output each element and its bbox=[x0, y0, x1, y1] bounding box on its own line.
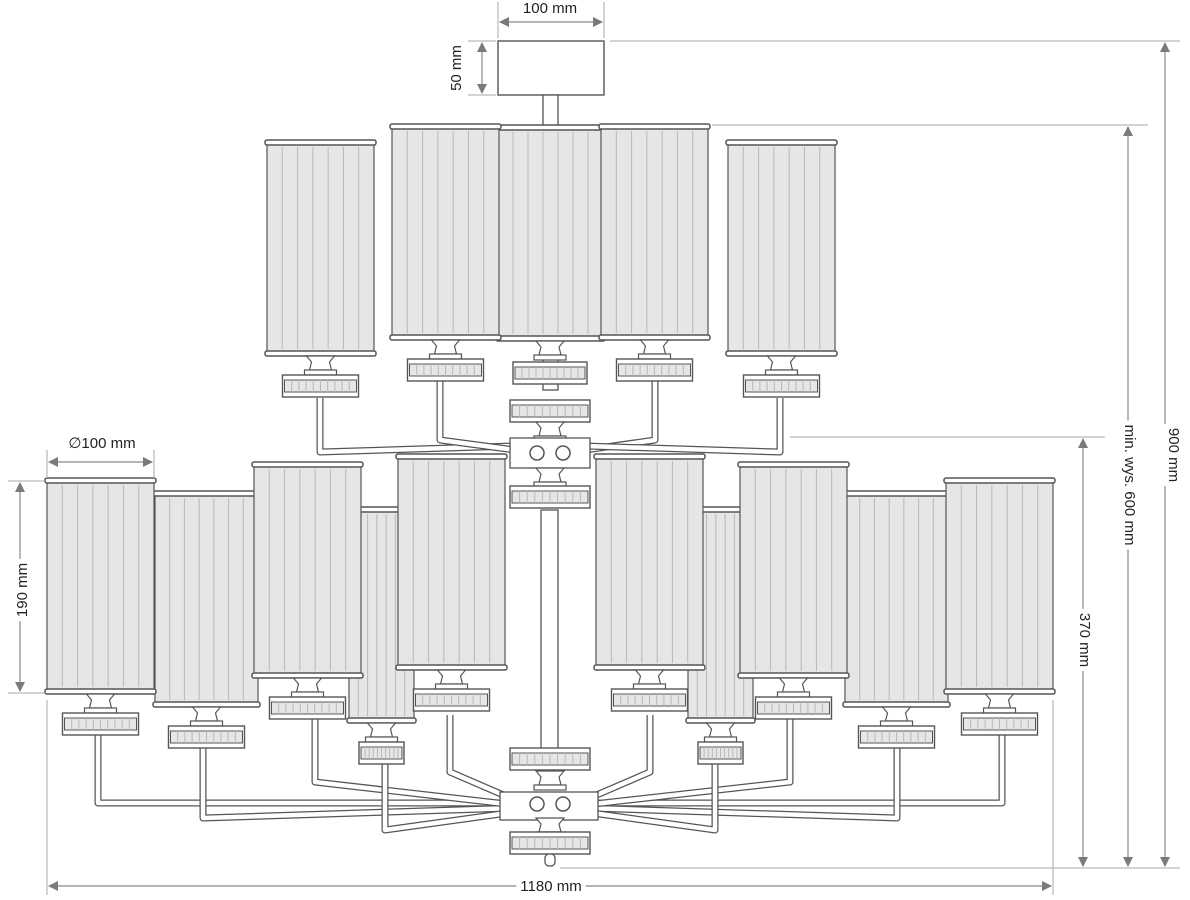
label-background bbox=[13, 558, 32, 622]
lamp-socket bbox=[189, 706, 224, 727]
decorative-ring bbox=[406, 358, 485, 382]
label-background bbox=[518, 0, 582, 18]
decorative-ring bbox=[358, 741, 405, 765]
label-background bbox=[1120, 420, 1139, 550]
lamp-arm-core bbox=[200, 745, 516, 821]
lamp-socket bbox=[364, 722, 399, 743]
decorative-ring bbox=[742, 374, 821, 398]
lamp-socket bbox=[776, 677, 811, 698]
lamp-socket bbox=[982, 693, 1017, 714]
lamp-socket bbox=[764, 355, 799, 376]
lamp-arm-core bbox=[312, 715, 516, 808]
lamp-shade bbox=[725, 139, 838, 357]
decorative-ring bbox=[509, 399, 591, 423]
lamp-arm-core bbox=[317, 398, 516, 455]
label-background bbox=[1075, 608, 1094, 672]
label-background bbox=[64, 434, 140, 453]
central-rod-lower bbox=[540, 509, 559, 751]
lamp-socket bbox=[428, 339, 463, 360]
lamp-socket bbox=[533, 770, 567, 791]
decorative-ring bbox=[412, 688, 491, 712]
lamp-arm-core bbox=[584, 745, 900, 821]
lower-tier-height-label: 370 mm bbox=[1076, 613, 1093, 667]
lamp-shade bbox=[152, 490, 261, 708]
decorative-ring bbox=[509, 485, 591, 509]
lamp-socket bbox=[879, 706, 914, 727]
total-height-label: 900 mm bbox=[1165, 428, 1182, 482]
label-background bbox=[447, 41, 466, 95]
decorative-ring bbox=[167, 725, 246, 749]
chandelier-back-layer bbox=[94, 40, 1006, 834]
bottom-finial bbox=[544, 853, 556, 867]
lamp-shade bbox=[737, 461, 850, 679]
decorative-ring bbox=[610, 688, 689, 712]
decorative-ring bbox=[960, 712, 1039, 736]
upper-hub-joint bbox=[555, 445, 571, 461]
lamp-arm bbox=[584, 398, 784, 456]
total-width-label: 1180 mm bbox=[520, 878, 581, 895]
decorative-ring bbox=[512, 361, 588, 385]
lamp-arm-core bbox=[382, 760, 516, 833]
lower-hub bbox=[499, 791, 599, 821]
upper-hub-joint bbox=[529, 445, 545, 461]
lamp-socket bbox=[434, 669, 469, 690]
lamp-arm-core bbox=[95, 735, 515, 806]
label-background bbox=[516, 877, 586, 896]
lamp-shade bbox=[395, 453, 508, 671]
decorative-ring bbox=[281, 374, 360, 398]
lamp-socket bbox=[290, 677, 325, 698]
ceiling-canopy bbox=[497, 40, 605, 96]
lamp-shade bbox=[251, 461, 364, 679]
upper-hub bbox=[509, 437, 591, 469]
lamp-shade bbox=[44, 477, 157, 695]
chandelier-front-layer bbox=[44, 453, 1056, 867]
lamp-shade bbox=[598, 123, 711, 341]
lamp-arm-core bbox=[585, 735, 1005, 806]
lamp-socket bbox=[632, 669, 667, 690]
canopy-width-label: 100 mm bbox=[523, 0, 577, 17]
lamp-arm-core bbox=[584, 760, 718, 833]
lamp-arm-core bbox=[584, 715, 653, 803]
shade-diameter-label: ∅100 mm bbox=[68, 435, 135, 452]
lamp-socket bbox=[533, 340, 567, 361]
min-height-label: min. wys. 600 mm bbox=[1121, 425, 1138, 546]
decorative-ring bbox=[509, 747, 591, 771]
decorative-ring bbox=[697, 741, 744, 765]
lamp-arm-core bbox=[584, 715, 793, 808]
decorative-ring bbox=[268, 696, 347, 720]
shade-height-label: 190 mm bbox=[14, 563, 31, 617]
lamp-arm-core bbox=[447, 715, 516, 803]
lamp-shade bbox=[842, 490, 951, 708]
lower-hub-joint bbox=[555, 796, 571, 812]
lamp-socket bbox=[303, 355, 338, 376]
lamp-socket bbox=[637, 339, 672, 360]
lamp-arm-core bbox=[437, 380, 516, 453]
lower-hub-joint bbox=[529, 796, 545, 812]
decorative-ring bbox=[61, 712, 140, 736]
decorative-ring bbox=[615, 358, 694, 382]
lamp-shade bbox=[495, 124, 606, 342]
lamp-arm-core bbox=[584, 398, 783, 455]
lamp-shade bbox=[389, 123, 502, 341]
decorative-ring bbox=[857, 725, 936, 749]
decorative-ring bbox=[509, 831, 591, 855]
label-background bbox=[1164, 423, 1183, 487]
lamp-shade bbox=[593, 453, 706, 671]
lamp-arm-core bbox=[584, 380, 658, 453]
decorative-ring bbox=[754, 696, 833, 720]
lamp-socket bbox=[703, 722, 738, 743]
lamp-shade bbox=[943, 477, 1056, 695]
lamp-socket bbox=[533, 467, 567, 488]
lamp-shade bbox=[264, 139, 377, 357]
lamp-socket bbox=[83, 693, 118, 714]
canopy-height-label: 50 mm bbox=[448, 45, 465, 91]
